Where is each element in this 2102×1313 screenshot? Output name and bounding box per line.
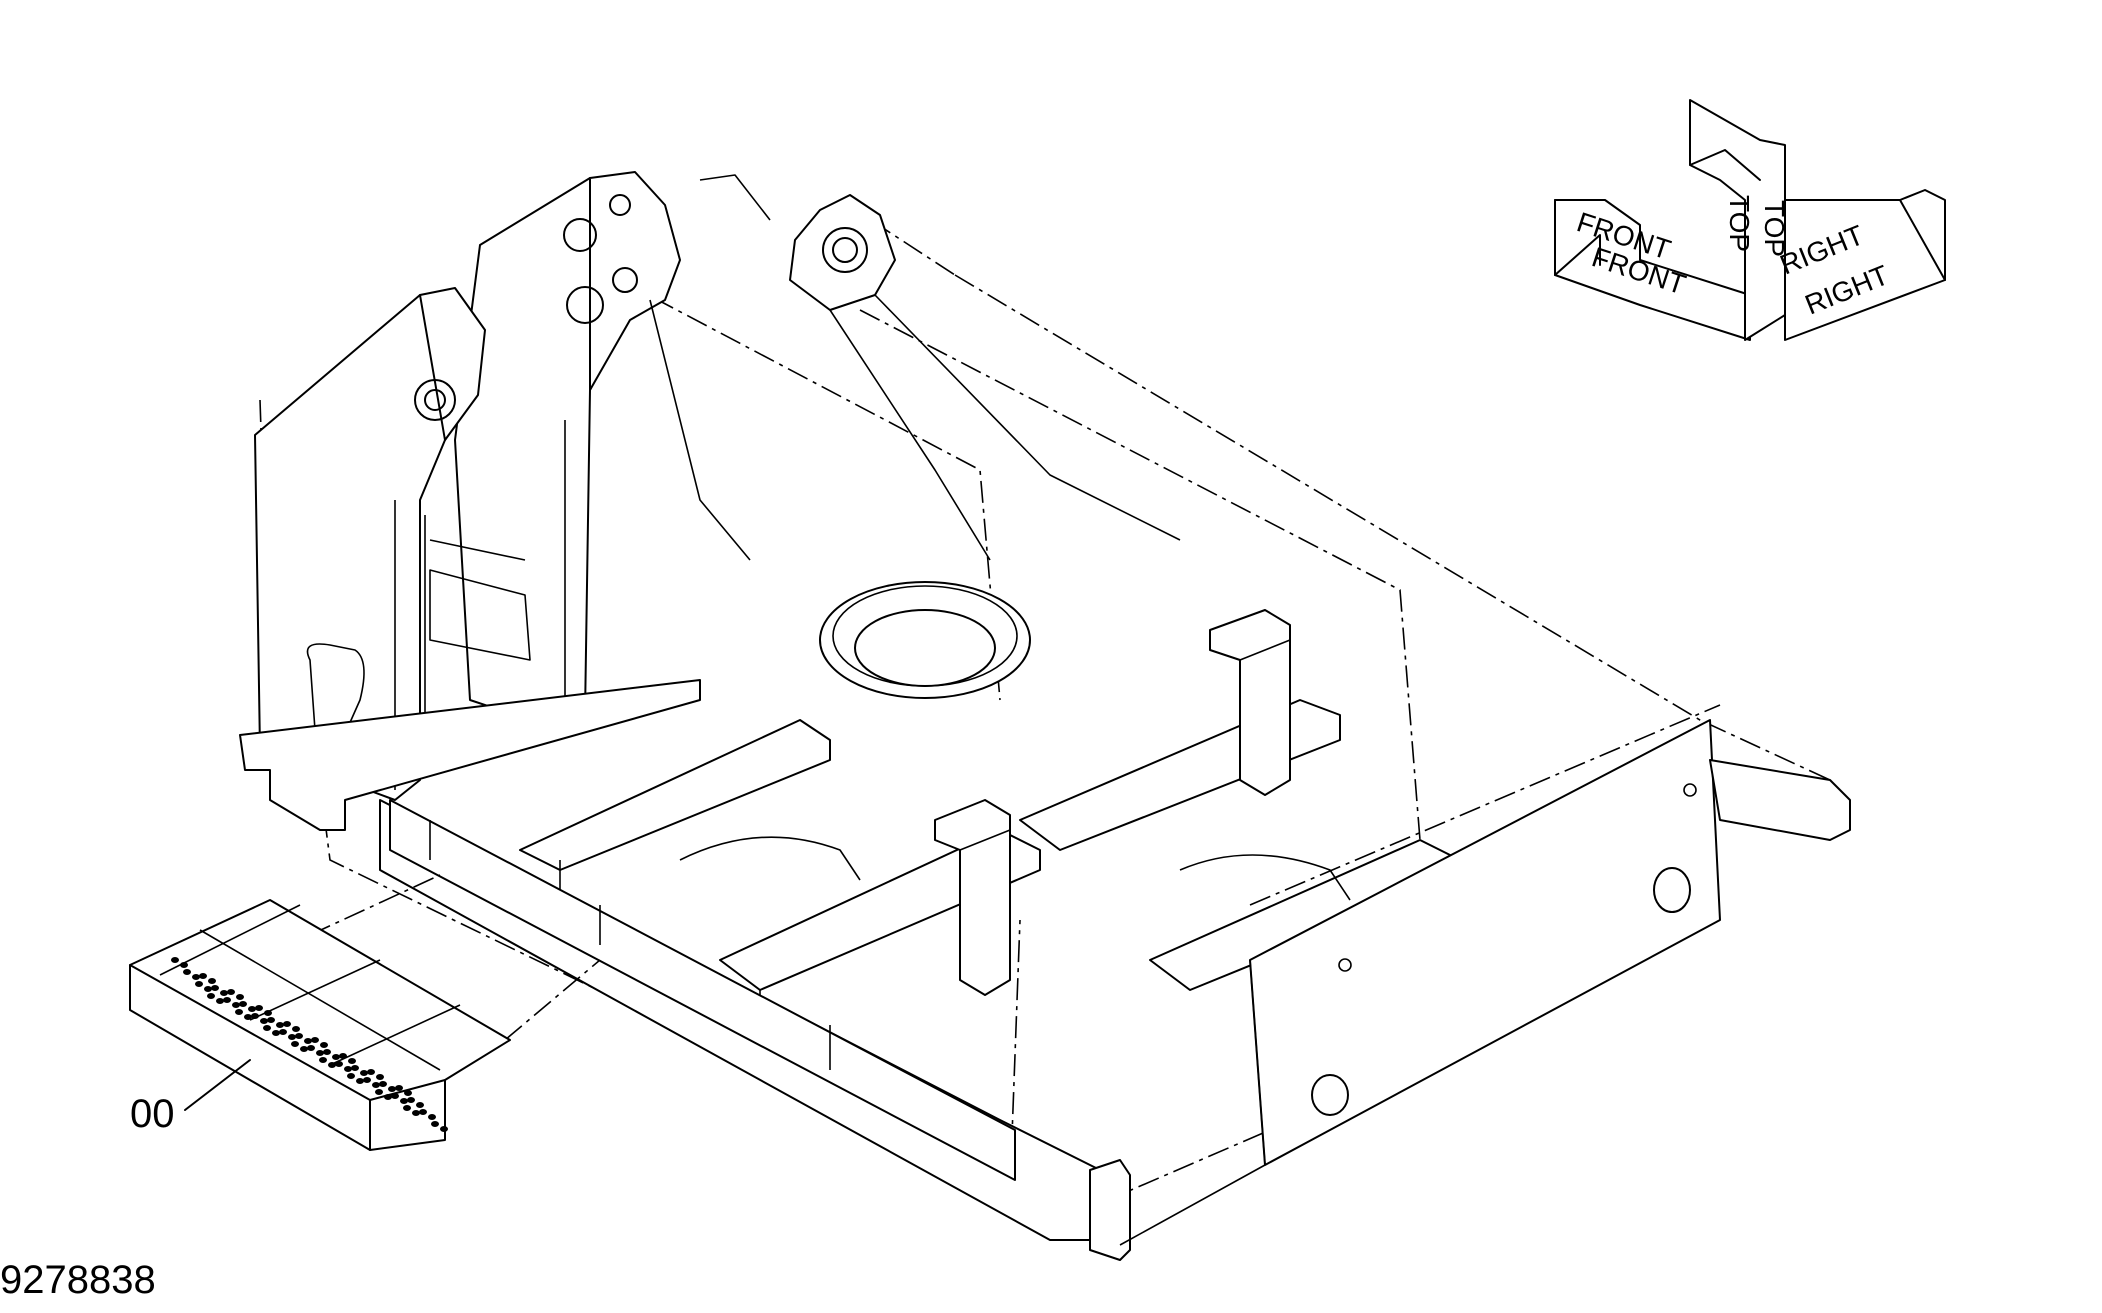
- plate-hole: [204, 986, 212, 992]
- drawing-number: 9278838: [0, 1258, 156, 1302]
- plate-hole: [351, 1065, 359, 1071]
- plate-hole: [375, 1089, 383, 1095]
- plate-hole: [292, 1026, 300, 1032]
- plate-hole: [431, 1121, 439, 1127]
- plate-hole: [404, 1090, 412, 1096]
- plate-hole: [339, 1053, 347, 1059]
- plate-hole: [208, 978, 216, 984]
- plate-hole: [416, 1102, 424, 1108]
- step-plate-part: [129, 899, 511, 1151]
- plate-hole: [304, 1038, 312, 1044]
- plate-hole: [332, 1054, 340, 1060]
- plate-hole: [348, 1058, 356, 1064]
- plate-hole: [216, 998, 224, 1004]
- plate-hole: [412, 1110, 420, 1116]
- plate-hole: [171, 957, 179, 963]
- plate-hole: [323, 1049, 331, 1055]
- upper-frame-structure: [254, 171, 1181, 801]
- plate-hole: [367, 1069, 375, 1075]
- plate-hole: [264, 1010, 272, 1016]
- plate-hole: [388, 1086, 396, 1092]
- plate-hole: [236, 994, 244, 1000]
- plate-hole: [183, 969, 191, 975]
- leader-lines: [309, 874, 601, 1041]
- plate-hole: [311, 1037, 319, 1043]
- plate-hole: [260, 1018, 268, 1024]
- plate-hole: [328, 1062, 336, 1068]
- plate-hole: [356, 1078, 364, 1084]
- plate-hole: [295, 1033, 303, 1039]
- plate-hole: [335, 1061, 343, 1067]
- plate-hole: [400, 1098, 408, 1104]
- plate-hole: [419, 1109, 427, 1115]
- plate-hole: [211, 985, 219, 991]
- plate-hole: [360, 1070, 368, 1076]
- top-label-left: TOP: [1724, 195, 1755, 252]
- plate-hole: [207, 993, 215, 999]
- plate-hole: [239, 1001, 247, 1007]
- plate-hole: [363, 1077, 371, 1083]
- plate-hole: [180, 962, 188, 968]
- frame-brackets: [934, 609, 1291, 996]
- plate-hole: [440, 1126, 448, 1132]
- plate-hole: [391, 1093, 399, 1099]
- plate-hole: [372, 1082, 380, 1088]
- plate-hole: [267, 1017, 275, 1023]
- plate-hole: [300, 1046, 308, 1052]
- plate-hole: [344, 1066, 352, 1072]
- plate-hole: [220, 990, 228, 996]
- plate-hole: [307, 1045, 315, 1051]
- plate-hole: [255, 1005, 263, 1011]
- plate-hole: [403, 1105, 411, 1111]
- plate-hole: [195, 981, 203, 987]
- right-side-frame: [1089, 719, 1851, 1261]
- plate-hole: [288, 1034, 296, 1040]
- callout-leader-line: [184, 1059, 251, 1111]
- plate-hole: [232, 1002, 240, 1008]
- plate-hole: [379, 1081, 387, 1087]
- plate-hole: [283, 1021, 291, 1027]
- plate-hole: [279, 1029, 287, 1035]
- top-label-right: TOP: [1759, 200, 1790, 257]
- plate-hole: [263, 1025, 271, 1031]
- swing-bearing-ring: [819, 581, 1031, 699]
- plate-hole: [248, 1006, 256, 1012]
- plate-hole: [235, 1009, 243, 1015]
- plate-hole: [192, 974, 200, 980]
- part-callout-number: 00: [130, 1092, 175, 1136]
- plate-hole: [272, 1030, 280, 1036]
- plate-hole: [395, 1085, 403, 1091]
- step-plate-holes: [171, 957, 448, 1132]
- plate-hole: [276, 1022, 284, 1028]
- front-cross-rail: [389, 799, 1016, 1181]
- plate-hole: [227, 989, 235, 995]
- plate-hole: [347, 1073, 355, 1079]
- plate-hole: [223, 997, 231, 1003]
- plate-hole: [319, 1057, 327, 1063]
- plate-hole: [199, 973, 207, 979]
- orientation-indicator: FRONT FRONT TOP TOP RIGHT RIGHT: [1554, 99, 1946, 341]
- plate-hole: [407, 1097, 415, 1103]
- plate-hole: [316, 1050, 324, 1056]
- plate-hole: [384, 1094, 392, 1100]
- plate-hole: [244, 1014, 252, 1020]
- plate-hole: [320, 1042, 328, 1048]
- plate-hole: [251, 1013, 259, 1019]
- plate-hole: [428, 1114, 436, 1120]
- plate-hole: [291, 1041, 299, 1047]
- plate-hole: [376, 1074, 384, 1080]
